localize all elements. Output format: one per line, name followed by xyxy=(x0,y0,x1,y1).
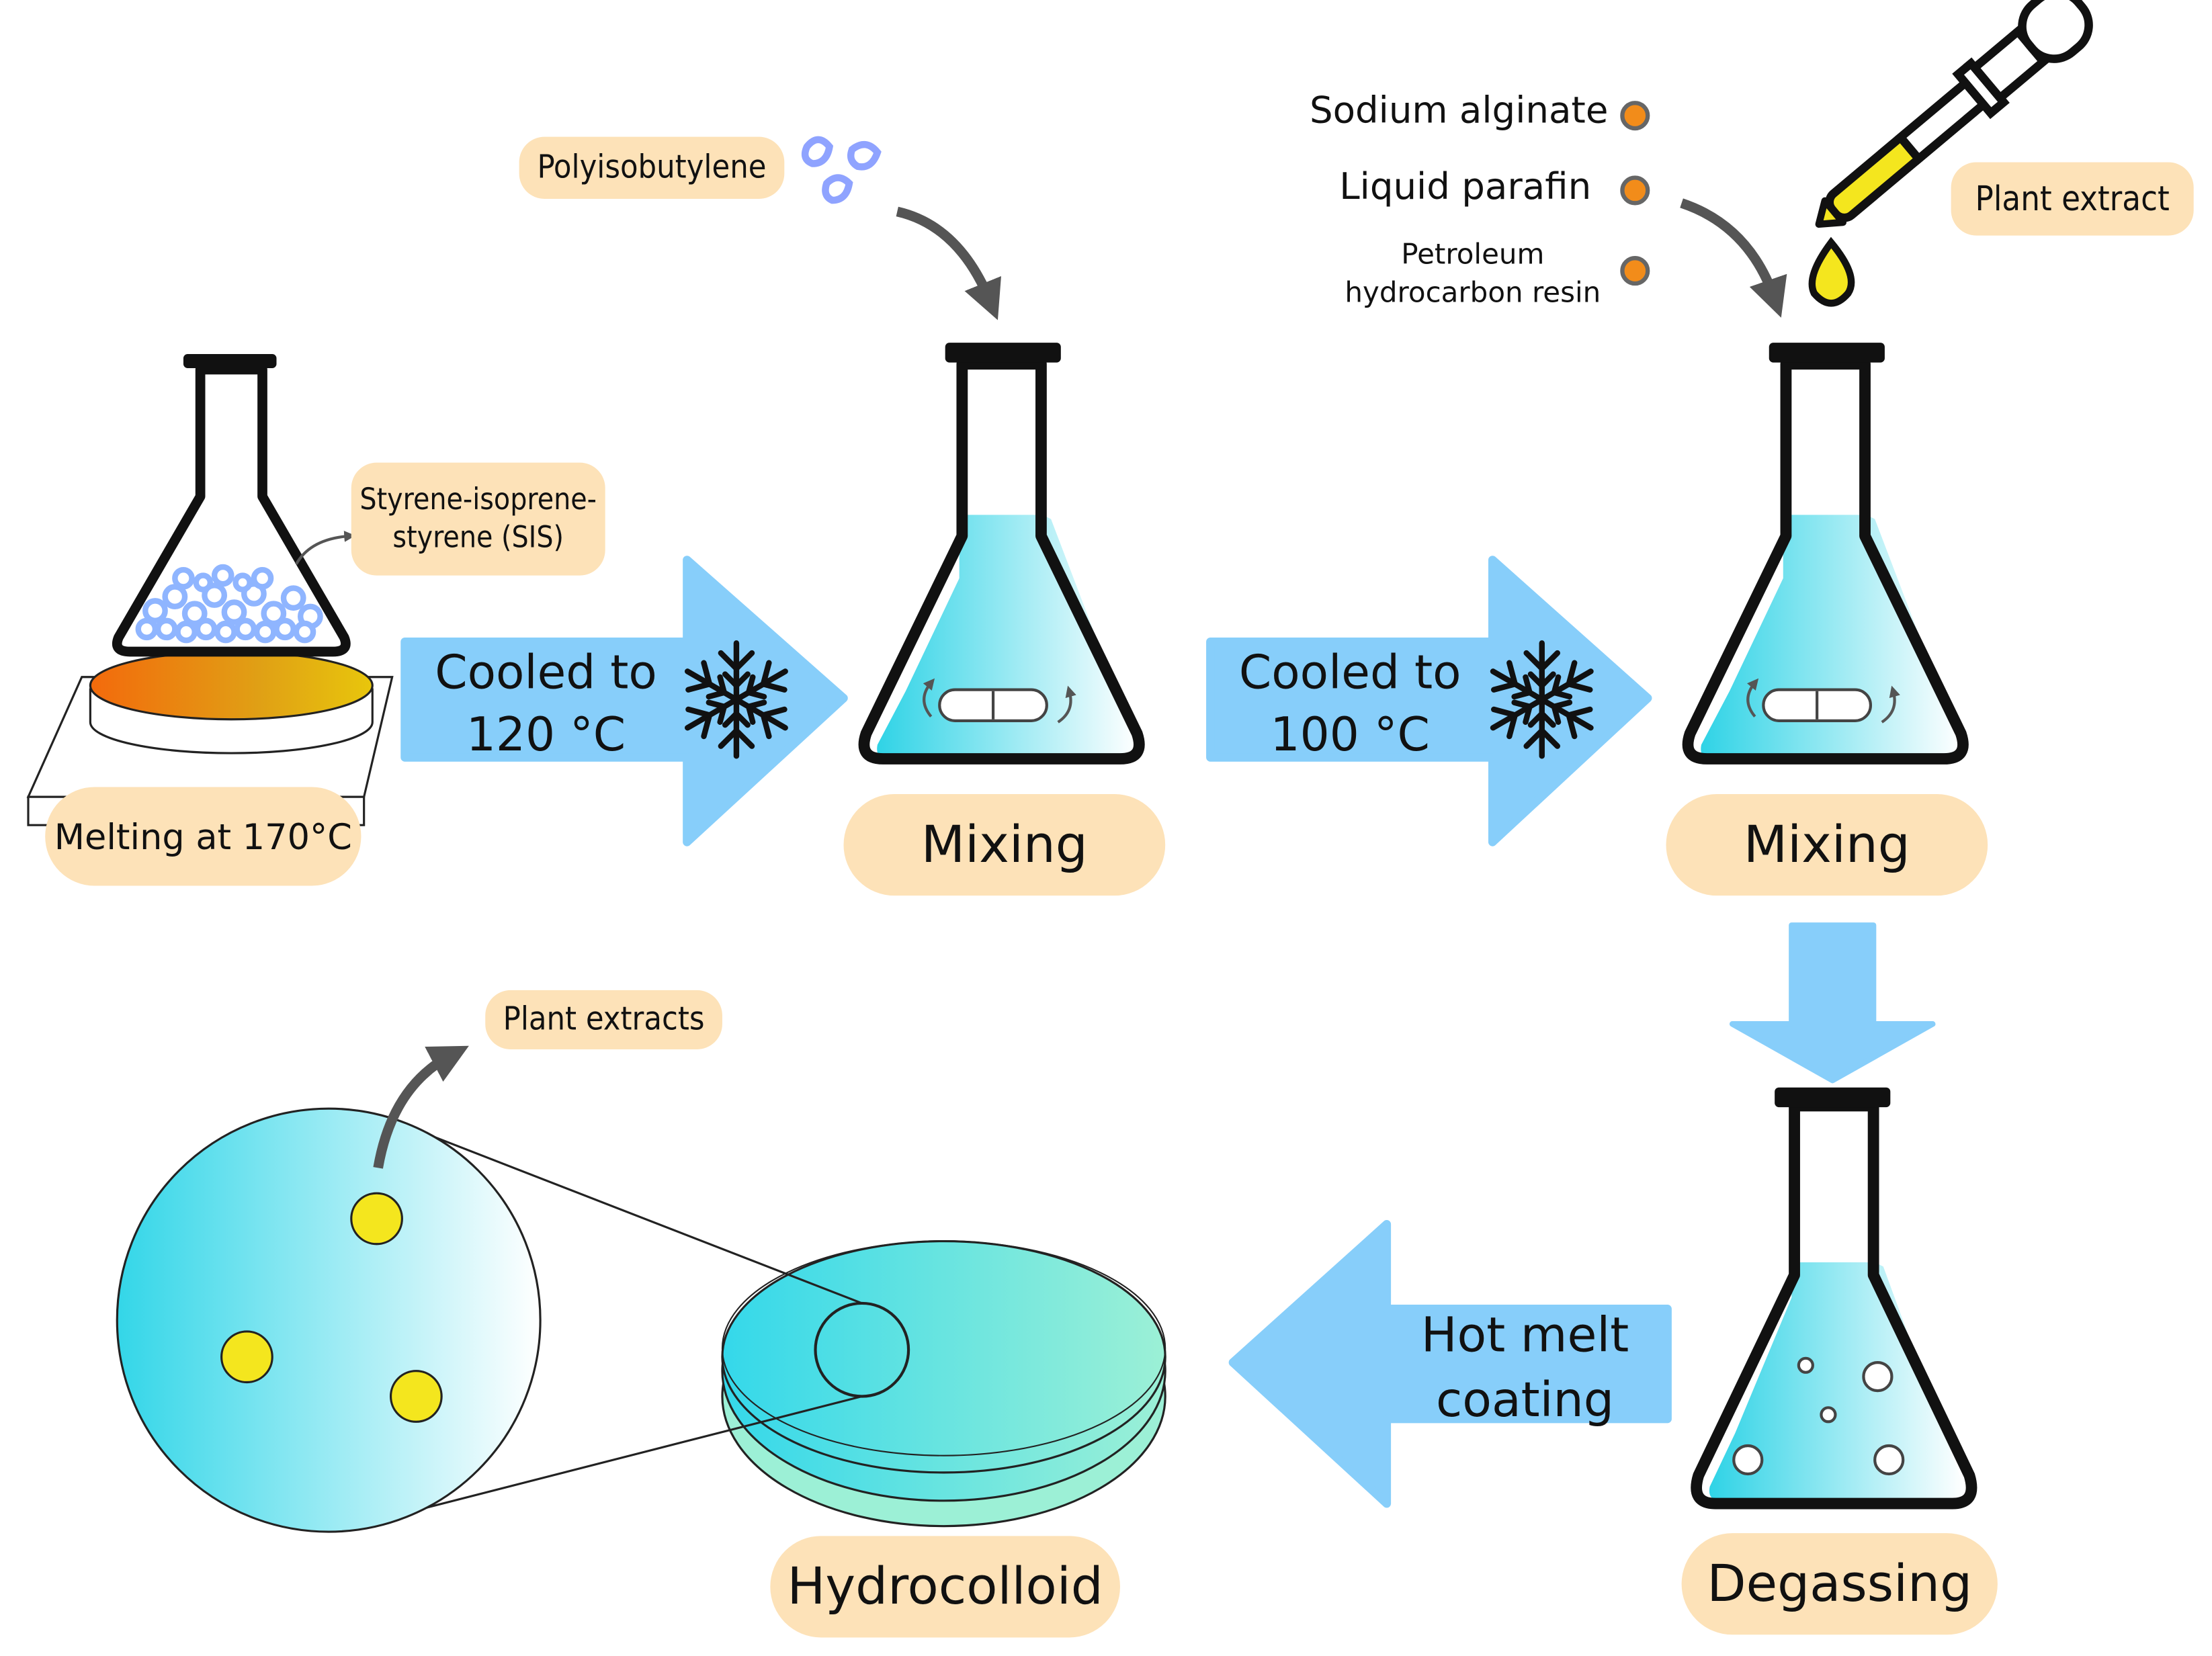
petri-dish xyxy=(721,1239,1166,1528)
dropper-icon xyxy=(1815,0,2093,228)
flask-mixing-2 xyxy=(1682,343,1969,765)
plant-extracts-label: Plant extracts xyxy=(485,990,722,1050)
polyisobutylene-pellets-icon xyxy=(801,136,882,204)
down-arrow xyxy=(1729,922,1936,1084)
snowflake-icon xyxy=(680,640,794,756)
cool-arrow-1 xyxy=(400,556,848,846)
cooled-120-line1: Cooled to xyxy=(435,644,657,700)
degassing-label: Degassing xyxy=(1681,1533,1998,1635)
extract-particles xyxy=(220,1192,443,1423)
polyisobutylene-label: Polyisobutylene xyxy=(519,136,785,200)
mixing-2-label: Mixing xyxy=(1666,794,1988,896)
plant-extract-label: Plant extract xyxy=(1951,162,2194,236)
flask-melting xyxy=(112,353,351,657)
cool-arrow-2 xyxy=(1206,556,1652,846)
ingredients-arrow xyxy=(1680,198,1787,318)
flask-mixing-1 xyxy=(858,343,1145,765)
mixing-1-text: Mixing xyxy=(921,816,1088,874)
cooled-100-line2: 100 °C xyxy=(1270,705,1430,761)
hotplate xyxy=(26,650,394,826)
hydrocolloid-label: Hydrocolloid xyxy=(770,1536,1120,1638)
ingredient-dots xyxy=(1620,101,1650,286)
flask-degassing xyxy=(1691,1087,1977,1510)
liquid-parafin-label: Liquid parafin xyxy=(1339,166,1592,209)
plant-extract-text: Plant extract xyxy=(1975,179,2170,219)
sis-label: Styrene-isoprene- styrene (SIS) xyxy=(351,462,605,576)
bubbles xyxy=(1732,1356,1905,1476)
cooled-120-label: Cooled to 120 °C xyxy=(417,642,674,765)
sis-pellets xyxy=(135,564,323,644)
plant-extracts-text: Plant extracts xyxy=(503,1001,705,1039)
hot-melt-line2: coating xyxy=(1436,1372,1615,1430)
melting-label: Melting at 170°C xyxy=(45,787,361,886)
petroleum-resin-label: Petroleum hydrocarbon resin xyxy=(1332,236,1614,312)
petroleum-line1: Petroleum xyxy=(1401,236,1545,271)
zoom-circle xyxy=(116,1107,542,1533)
mixing-1-label: Mixing xyxy=(843,794,1166,896)
sis-line1: Styrene-isoprene- xyxy=(359,482,597,516)
cooled-120-line2: 120 °C xyxy=(466,705,626,761)
cooled-100-label: Cooled to 100 °C xyxy=(1222,642,1478,765)
polyisobutylene-arrow xyxy=(896,206,1001,320)
degassing-text: Degassing xyxy=(1707,1555,1973,1613)
melting-text: Melting at 170°C xyxy=(54,816,352,857)
hot-melt-line1: Hot melt xyxy=(1420,1307,1629,1364)
hot-melt-label: Hot melt coating xyxy=(1386,1303,1665,1434)
hot-melt-arrow xyxy=(1228,1220,1672,1508)
sodium-alginate-label: Sodium alginate xyxy=(1309,90,1609,133)
extract-drop-icon xyxy=(1808,236,1855,307)
hydrocolloid-text: Hydrocolloid xyxy=(787,1557,1103,1616)
sis-line2: styrene (SIS) xyxy=(392,520,564,555)
petroleum-line2: hydrocarbon resin xyxy=(1345,275,1601,309)
cooled-100-line1: Cooled to xyxy=(1238,644,1461,700)
plant-extracts-arrow xyxy=(373,1045,469,1169)
sis-pointer-arrow xyxy=(295,531,356,565)
mixing-2-text: Mixing xyxy=(1743,816,1910,874)
polyisobutylene-text: Polyisobutylene xyxy=(537,149,767,187)
